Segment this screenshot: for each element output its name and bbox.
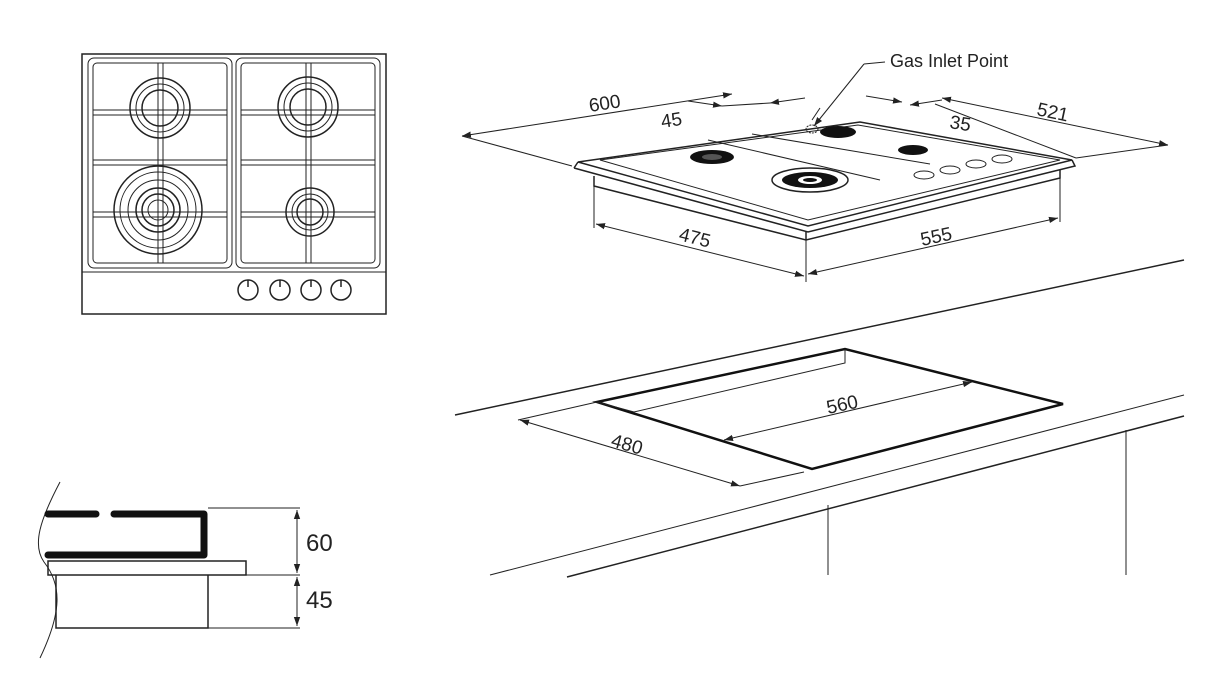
dim-depth-total: 521	[1035, 99, 1070, 126]
dim-cutout-depth: 480	[609, 431, 645, 460]
dim-offset-right: 35	[948, 112, 972, 136]
burner-top-left	[129, 77, 191, 139]
hob-top-view	[81, 53, 387, 315]
burner-small	[285, 187, 335, 237]
hob-isometric-view: 600 45 35 521 475 555 Gas Inlet Point	[461, 51, 1169, 282]
dim-height-bottom: 45	[306, 587, 333, 614]
dim-offset-left: 45	[659, 109, 683, 133]
countertop-cutout-view: 560 480	[454, 259, 1185, 578]
gas-inlet-label: Gas Inlet Point	[890, 51, 1008, 71]
dim-width-total: 600	[587, 91, 622, 117]
dim-base-depth: 475	[677, 224, 713, 252]
burner-top-right	[277, 76, 339, 138]
dim-height-top: 60	[306, 530, 333, 557]
side-section-view: 60 45	[37, 481, 333, 659]
dim-cutout-width: 560	[825, 392, 860, 419]
dim-base-width: 555	[919, 224, 954, 251]
burner-wok	[113, 165, 203, 255]
control-knobs	[237, 279, 352, 301]
